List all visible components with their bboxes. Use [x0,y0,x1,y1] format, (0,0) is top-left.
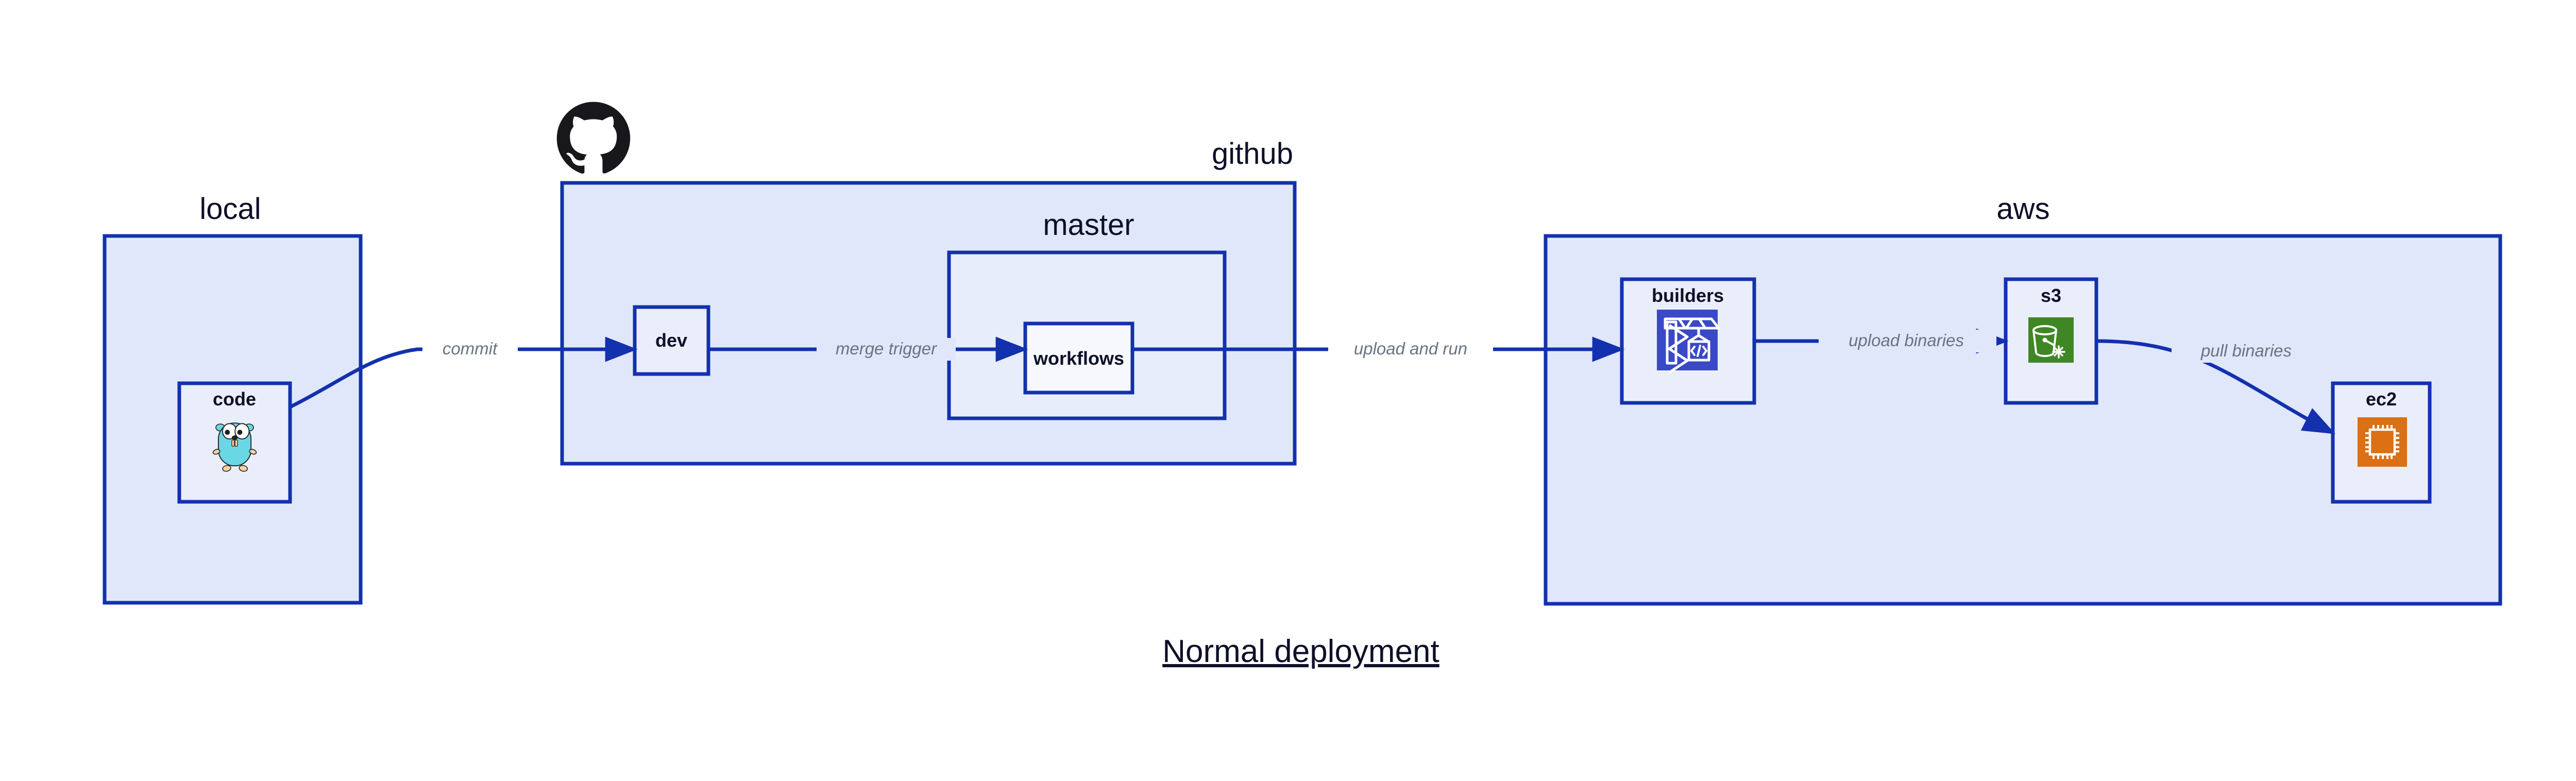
edge-label-upload-and-run: upload and run [1354,339,1467,358]
group-label-master: master [1043,208,1134,242]
node-box-workflows[interactable] [1023,321,1134,395]
node-label-s3: s3 [2041,285,2061,306]
group-github: github master workflows dev [556,101,1297,466]
edge-merge-trigger: merge trigger [708,336,1028,362]
node-s3[interactable]: s3 [2004,277,2098,405]
node-code[interactable]: code [177,381,292,504]
group-master: master workflows [947,208,1227,420]
diagram-title: Normal deployment [1162,634,1439,669]
edge-pull-binaries: pull binaries [2096,339,2335,435]
edge-label-merge-trigger: merge trigger [836,339,938,358]
edges: commit merge trigger upload and run uplo… [289,328,2335,435]
node-workflows[interactable]: workflows [1023,321,1134,395]
edge-label-commit: commit [443,339,498,358]
aws-s3-bucket-icon [2028,317,2074,363]
node-label-ec2: ec2 [2366,388,2397,410]
group-local: local code [103,192,363,605]
node-builders[interactable]: builders [1620,277,1756,405]
group-label-local: local [199,192,261,226]
edge-upload-binaries: upload binaries [1754,328,2009,354]
node-label-builders: builders [1652,285,1724,306]
github-octocat-icon [556,101,631,174]
aws-codebuild-icon [1657,310,1720,374]
node-label-dev: dev [655,330,687,351]
edge-label-pull-binaries: pull binaries [2200,341,2292,360]
aws-ec2-chip-icon [2358,417,2407,467]
edge-upload-and-run: upload and run [1132,336,1625,362]
node-label-workflows: workflows [1033,348,1124,369]
group-label-github: github [1212,137,1293,171]
group-label-aws: aws [1996,192,2049,226]
node-label-code: code [213,388,256,410]
node-ec2[interactable]: ec2 [2331,381,2432,504]
node-dev[interactable]: dev [633,305,710,376]
edge-commit: commit [289,336,638,409]
go-gopher-icon [212,422,257,472]
group-aws: aws builders [1544,192,2502,606]
edge-label-upload-binaries: upload binaries [1849,331,1964,350]
